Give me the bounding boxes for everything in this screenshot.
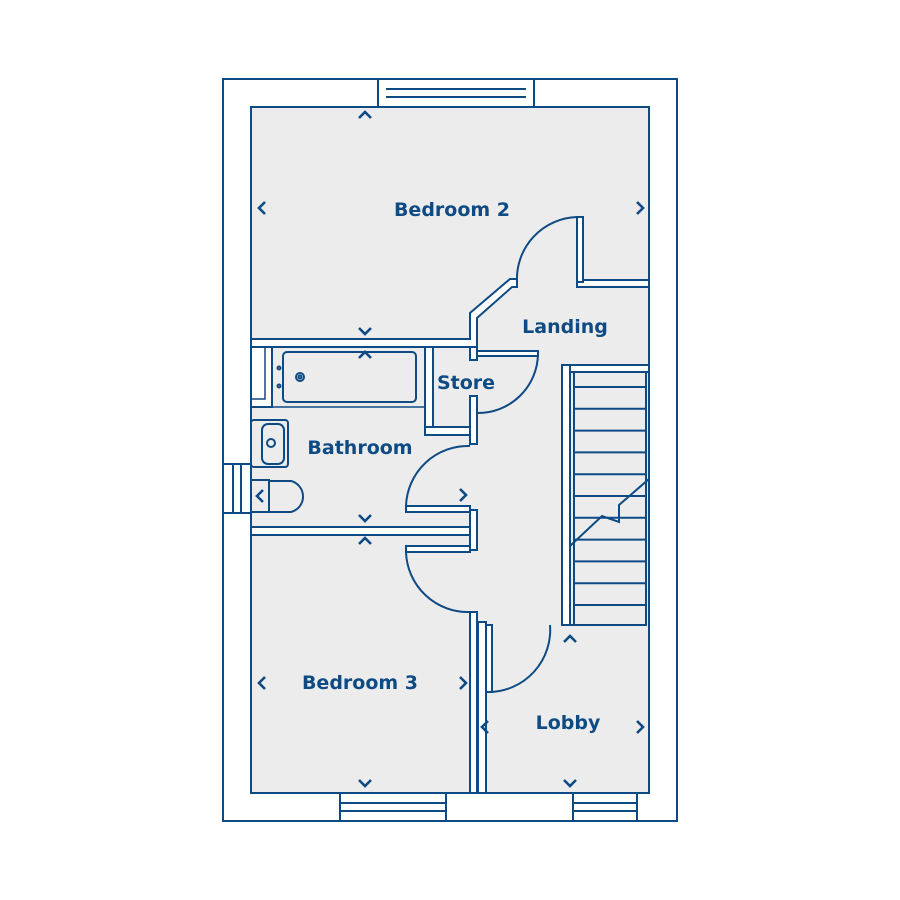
room-label-store: Store	[437, 372, 495, 394]
window-bottom-left	[339, 792, 447, 822]
window-left	[222, 463, 252, 514]
room-label-bedroom-3: Bedroom 3	[302, 672, 418, 694]
window-top	[377, 78, 535, 108]
door-lobby	[485, 624, 552, 693]
room-label-bedroom-2: Bedroom 2	[394, 199, 510, 221]
dimension-markers	[255, 110, 645, 788]
room-label-lobby: Lobby	[536, 712, 601, 734]
door-store	[476, 350, 539, 415]
door-bedroom3	[405, 545, 471, 614]
sink	[250, 419, 289, 468]
window-bottom-right	[572, 792, 638, 822]
room-label-bathroom: Bathroom	[307, 437, 412, 459]
bathtub	[250, 346, 426, 408]
room-label-landing: Landing	[522, 316, 608, 338]
staircase	[569, 371, 650, 626]
door-bedroom2	[515, 216, 578, 283]
toilet	[250, 479, 304, 513]
door-bathroom	[405, 444, 471, 513]
